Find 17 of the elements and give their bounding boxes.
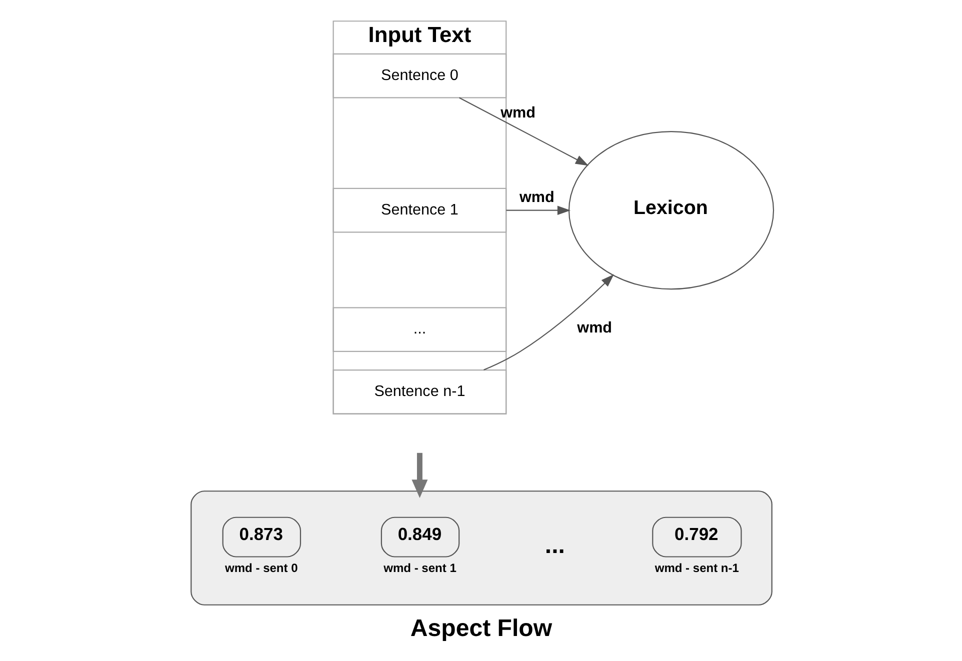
node-label: wmd - sent n-1 xyxy=(654,560,738,575)
node-ellipse: Lexicon xyxy=(568,131,774,290)
node-box: Sentence n-1 xyxy=(332,369,506,414)
label: ... xyxy=(544,532,564,560)
arrow xyxy=(506,206,570,215)
node-box: ... xyxy=(332,307,506,352)
cluster xyxy=(190,490,772,606)
edge-label: wmd xyxy=(519,188,554,206)
node-box: Sentence 1 xyxy=(332,188,506,233)
node-label: wmd - sent 0 xyxy=(224,560,298,575)
arrow xyxy=(458,97,588,166)
arrow xyxy=(483,274,614,370)
edge-label: wmd xyxy=(576,320,612,337)
node-label: wmd - sent 1 xyxy=(383,560,456,575)
caption: Aspect Flow xyxy=(410,615,552,642)
node-box: Sentence 0 xyxy=(332,53,506,98)
arrow xyxy=(411,452,428,498)
